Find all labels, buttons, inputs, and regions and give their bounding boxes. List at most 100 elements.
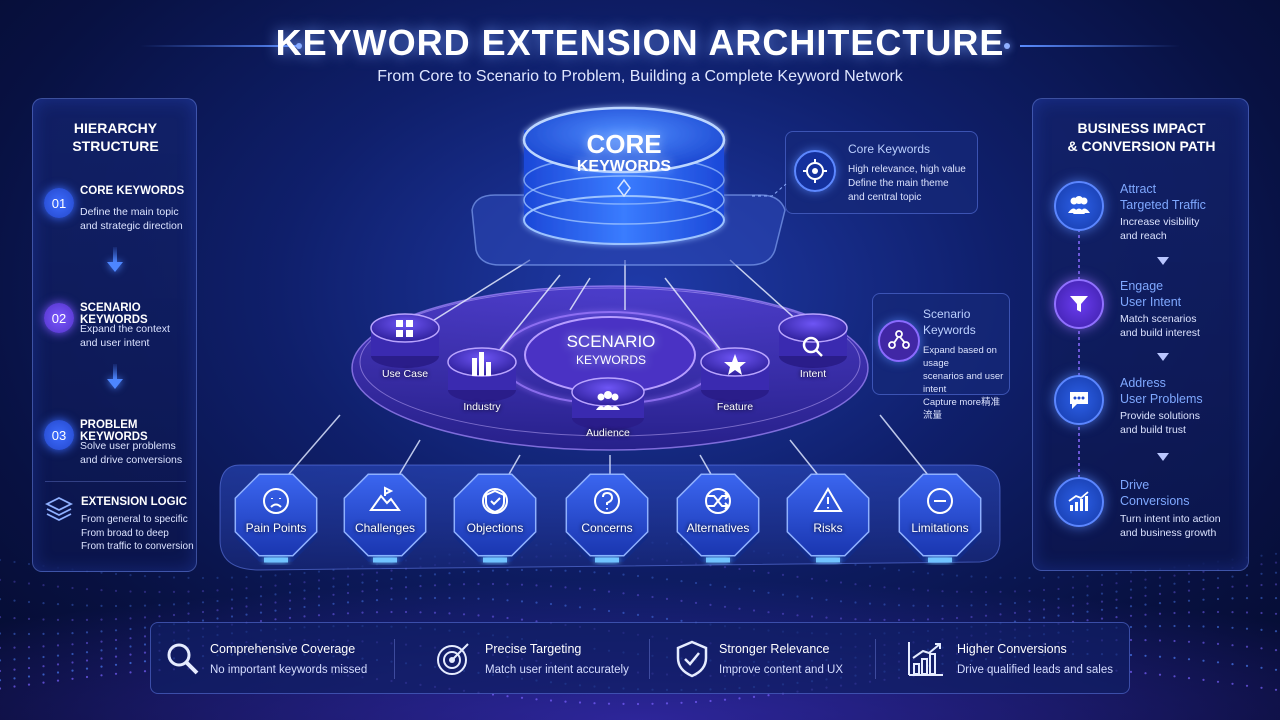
wave-dot [346, 612, 350, 615]
wave-dot [0, 646, 2, 649]
wave-dot [839, 600, 843, 603]
wave-dot [85, 631, 89, 634]
wave-dot [85, 641, 89, 645]
wave-dot [1028, 610, 1031, 613]
wave-dot [1158, 655, 1162, 658]
wave-dot [506, 695, 509, 698]
wave-dot [1260, 554, 1263, 557]
wave-dot [419, 611, 422, 614]
down-arrow-2 [107, 379, 123, 389]
wave-dot [941, 604, 944, 608]
wave-dot [607, 572, 611, 575]
wave-dot [1231, 644, 1234, 647]
wave-dot [564, 586, 567, 589]
wave-dot [955, 590, 959, 593]
wave-dot [1260, 596, 1263, 600]
wave-dot [665, 578, 669, 581]
wave-dot [1086, 619, 1089, 622]
wave-dot [404, 597, 408, 600]
wave-dot [1187, 599, 1191, 602]
wave-dot [71, 586, 74, 590]
wave-dot [100, 674, 103, 677]
wave-dot [883, 586, 886, 589]
wave-dot [825, 598, 828, 601]
wave-dot [1115, 616, 1118, 619]
wave-dot [448, 612, 451, 615]
wave-dot [1231, 585, 1234, 588]
wave-dot [520, 600, 524, 603]
wave-dot [100, 589, 103, 592]
wave-dot [999, 613, 1002, 616]
wave-dot [767, 591, 770, 594]
wave-dot [941, 573, 944, 576]
wave-dot [1274, 630, 1278, 633]
bar-chart-icon [908, 642, 943, 676]
wave-dot [1260, 647, 1263, 650]
wave-dot [85, 651, 89, 654]
wave-dot [85, 588, 89, 591]
wave-dot [361, 590, 364, 593]
wave-dot [651, 615, 654, 619]
wave-dot [27, 617, 31, 621]
users-icon [1054, 181, 1104, 231]
wave-dot [651, 576, 654, 579]
wave-dot [0, 578, 2, 581]
wave-dot [781, 593, 785, 596]
wave-dot [114, 589, 118, 593]
wave-dot [607, 702, 611, 705]
wave-dot [303, 597, 306, 600]
wave-dot [1057, 576, 1060, 579]
wave-dot [346, 601, 350, 604]
star-icon [724, 354, 746, 375]
wave-dot [535, 698, 538, 701]
wave-dot [317, 587, 321, 590]
wave-dot [259, 611, 263, 614]
step-scenario-heading: SCENARIO KEYWORDS [80, 302, 148, 326]
wave-dot [56, 585, 60, 588]
wave-dot [984, 590, 988, 594]
wave-dot [1071, 586, 1075, 589]
wave-dot [738, 697, 741, 700]
wave-dot [56, 603, 60, 606]
wave-dot [1042, 576, 1046, 579]
scenario-node-use-case [370, 313, 440, 368]
wave-dot [56, 671, 60, 674]
wave-dot [361, 600, 364, 603]
business-impact-title: BUSINESS IMPACT& CONVERSION PATH [1067, 120, 1216, 154]
wave-dot [941, 590, 944, 593]
question-icon [594, 488, 620, 514]
wave-dot [42, 655, 45, 659]
wave-dot [1100, 617, 1104, 620]
wave-dot [71, 652, 74, 656]
impact-arrow-2 [1157, 353, 1169, 361]
wave-dot [114, 618, 118, 621]
wave-dot [332, 577, 335, 580]
wave-dot [1115, 606, 1118, 610]
wave-dot [883, 603, 886, 606]
problem-nodes [234, 473, 982, 563]
wave-dot [883, 618, 886, 622]
wave-dot [1173, 611, 1176, 615]
wave-dot [680, 599, 683, 603]
wave-dot [1100, 592, 1104, 595]
wave-dot [448, 572, 451, 575]
wave-dot [868, 584, 872, 587]
wave-dot [332, 613, 335, 616]
wave-dot [723, 566, 727, 569]
benefit-separator-2 [649, 639, 650, 679]
people-icon [596, 391, 620, 410]
problem-label-challenges: Challenges [354, 521, 416, 535]
wave-dot [100, 618, 103, 621]
wave-dot [810, 597, 814, 600]
wave-dot [100, 649, 103, 652]
core-cylinder [522, 106, 726, 245]
wave-dot [27, 646, 31, 649]
wave-dot [71, 643, 74, 646]
wave-dot [172, 590, 176, 594]
chat-icon [1054, 375, 1104, 425]
wave-dot [216, 589, 219, 592]
wave-dot [1144, 594, 1147, 597]
